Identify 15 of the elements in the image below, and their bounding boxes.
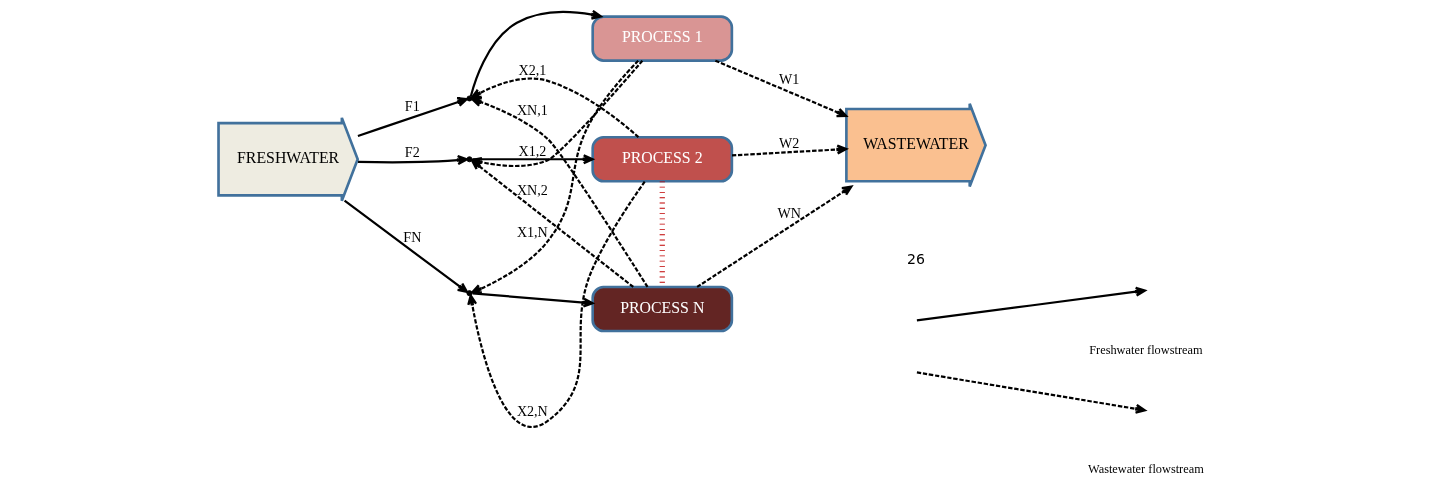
edge-label: X2,N	[516, 403, 548, 420]
edge-label: XN,2	[516, 182, 548, 199]
legend-label: Wastewater flowstream	[1088, 462, 1204, 477]
label: 26	[907, 250, 925, 267]
edge-label: F1	[404, 97, 420, 114]
edge-label: F2	[404, 144, 420, 161]
edge-label: WN	[777, 205, 801, 222]
edge-label: W2	[778, 134, 800, 151]
edge-label: X1,2	[518, 142, 547, 159]
edge-label: W1	[778, 71, 800, 88]
edge-label: XN,1	[516, 102, 548, 119]
edge-label: X1,N	[516, 223, 548, 240]
edge-label: FN	[403, 228, 422, 245]
edge-label: X2,1	[518, 61, 547, 78]
legend-label: Freshwater flowstream	[1089, 342, 1203, 357]
